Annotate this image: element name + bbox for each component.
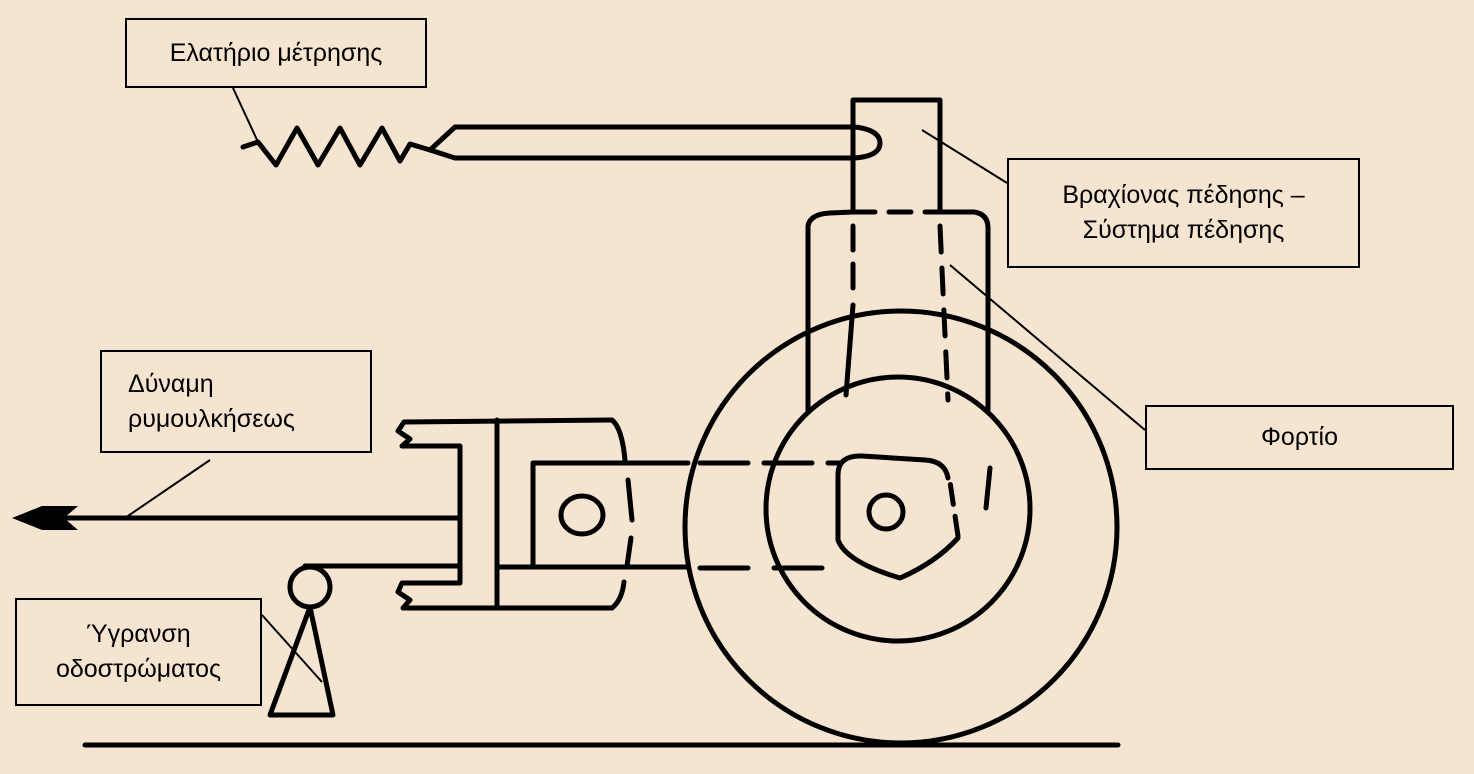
- label-load-text: Φορτίο: [1260, 423, 1339, 451]
- load-housing-left: [805, 209, 856, 415]
- load-housing-right-hidden: [983, 465, 993, 511]
- wheel-inner-rim: [763, 374, 1033, 644]
- water-nozzle: [287, 564, 333, 610]
- measuring-rod: [427, 124, 883, 161]
- label-measuring-spring: Ελατήριο μέτρησης: [125, 18, 427, 88]
- label-brake-arm: Βραχίονας πέδησης – Σύστημα πέδησης: [1007, 158, 1360, 268]
- brake-arm-left-lower: [843, 302, 856, 398]
- brake-arm-right-hidden: [937, 223, 951, 403]
- hitch-fork-right-hidden: [624, 477, 635, 569]
- label-road-wetting: Ύγρανση οδοστρώματος: [15, 598, 262, 706]
- hitch-fork-right-top: [609, 417, 628, 463]
- drawbar-pin: [558, 493, 606, 537]
- measuring-spring: [240, 125, 433, 168]
- load-housing-right: [937, 209, 991, 415]
- label-measuring-spring-text: Ελατήριο μέτρησης: [169, 38, 383, 67]
- label-towing-force-line2: ρυμουλκήσεως: [128, 404, 295, 433]
- drawbar-beam: [494, 460, 691, 570]
- leader-brake-arm: [921, 129, 1008, 184]
- label-brake-arm-line1: Βραχίονας πέδησης –: [1062, 181, 1305, 209]
- leader-towing-force: [124, 459, 211, 519]
- brake-arm-fork-end-hidden: [947, 479, 961, 539]
- leader-measuring-spring: [232, 87, 259, 143]
- water-spray-triangle: [267, 604, 336, 718]
- brake-arm-fork-end: [835, 453, 961, 581]
- label-load: Φορτίο: [1145, 405, 1454, 470]
- label-towing-force-line1: Δύναμη: [128, 369, 214, 398]
- label-road-wetting-line1: Ύγρανση: [86, 620, 191, 648]
- hitch-fork-right-bottom: [609, 579, 627, 611]
- leader-road-wetting: [261, 614, 323, 683]
- leader-load: [949, 264, 1146, 431]
- hitch-fork: [395, 417, 615, 611]
- label-road-wetting-line2: οδοστρώματος: [55, 655, 222, 683]
- wheel-hub: [866, 492, 906, 532]
- towing-force-arrowhead: [12, 506, 78, 530]
- wheel-outer-rim: [682, 308, 1120, 746]
- label-brake-arm-line2: Σύστημα πέδησης: [1082, 216, 1285, 244]
- label-towing-force: Δύναμη ρυμουλκήσεως: [100, 350, 372, 453]
